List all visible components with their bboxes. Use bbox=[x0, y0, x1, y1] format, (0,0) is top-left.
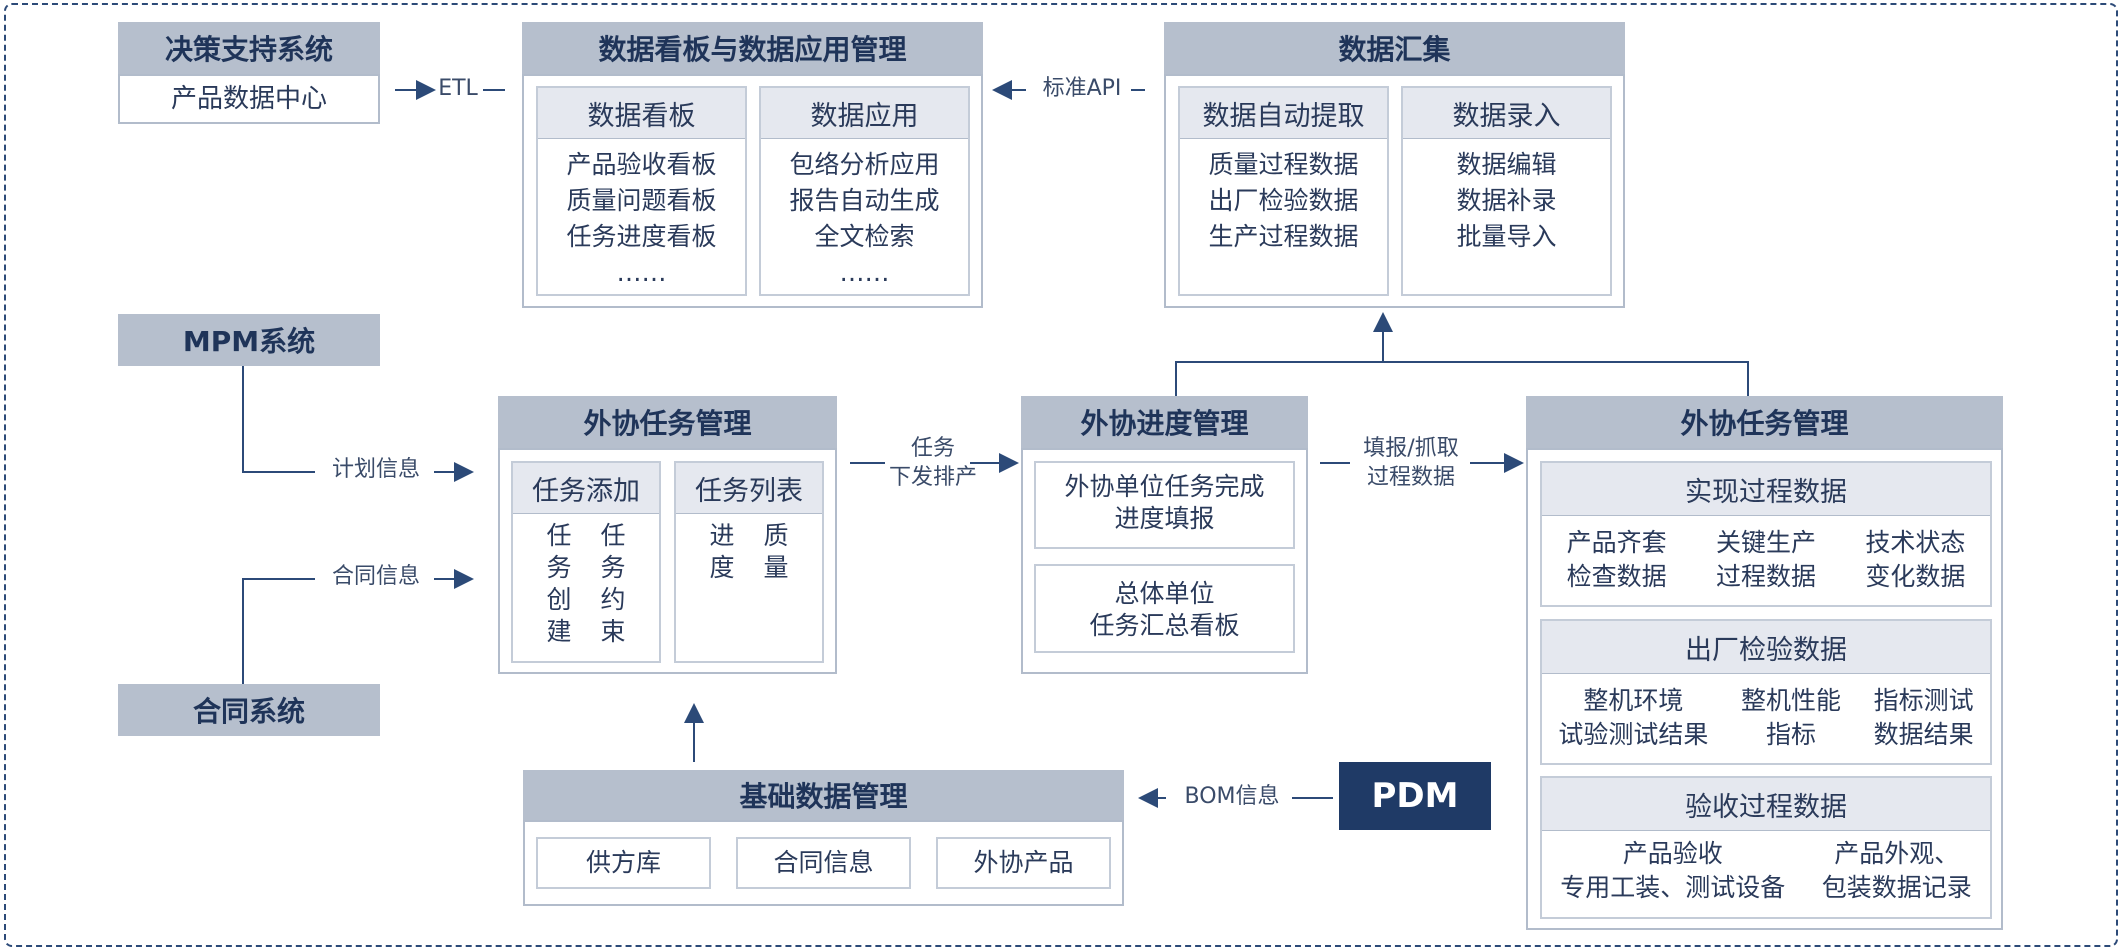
task-add-box: 任务添加 任 务 创 建 任 务 约 束 bbox=[511, 461, 661, 663]
factory-inspection-title: 出厂检验数据 bbox=[1542, 621, 1990, 674]
dashboard-item: 质量问题看板 bbox=[566, 186, 717, 215]
realization-item: 关键生产过程数据 bbox=[1715, 528, 1816, 591]
auto-extract-box: 数据自动提取 质量过程数据 出厂检验数据 生产过程数据 bbox=[1178, 86, 1389, 296]
realization-data-section: 实现过程数据 产品齐套检查数据 关键生产过程数据 技术状态变化数据 bbox=[1540, 461, 1992, 607]
basic-data-header: 基础数据管理 bbox=[523, 770, 1124, 820]
auto-extract-item: 生产过程数据 bbox=[1208, 222, 1359, 251]
task-add-char: 创 bbox=[546, 585, 572, 614]
product-data-center: 产品数据中心 bbox=[118, 74, 380, 124]
dashboard-item: …… bbox=[616, 258, 667, 287]
data-app-box: 数据应用 包络分析应用 报告自动生成 全文检索 …… bbox=[759, 86, 970, 296]
task-add-char: 束 bbox=[600, 617, 626, 646]
inspection-item: 整机性能指标 bbox=[1740, 686, 1841, 749]
task-add-char: 任 bbox=[546, 521, 572, 550]
etl-label: ETL bbox=[438, 76, 478, 101]
task-mgmt-header: 外协任务管理 bbox=[498, 396, 837, 448]
diagram-border bbox=[4, 3, 2118, 947]
data-entry-box: 数据录入 数据编辑 数据补录 批量导入 bbox=[1401, 86, 1612, 296]
progress-mgmt-header: 外协进度管理 bbox=[1021, 396, 1308, 448]
factory-inspection-section: 出厂检验数据 整机环境试验测试结果 整机性能指标 指标测试数据结果 bbox=[1540, 619, 1992, 765]
outsourced-product-box: 外协产品 bbox=[936, 837, 1111, 889]
acceptance-item: 产品验收专用工装、测试设备 bbox=[1560, 839, 1786, 902]
api-label: 标准API bbox=[1042, 76, 1122, 101]
data-app-item: …… bbox=[839, 258, 890, 287]
task-add-title: 任务添加 bbox=[513, 463, 659, 514]
data-collect-header: 数据汇集 bbox=[1164, 22, 1625, 74]
realization-data-title: 实现过程数据 bbox=[1542, 463, 1990, 516]
data-entry-title: 数据录入 bbox=[1403, 88, 1610, 139]
supplier-lib-box: 供方库 bbox=[536, 837, 711, 889]
data-app-item: 包络分析应用 bbox=[789, 150, 940, 179]
data-entry-item: 数据补录 bbox=[1456, 186, 1557, 215]
acceptance-section: 验收过程数据 产品验收专用工装、测试设备 产品外观、包装数据记录 bbox=[1540, 776, 1992, 919]
realization-item: 技术状态变化数据 bbox=[1865, 528, 1966, 591]
data-app-box-title: 数据应用 bbox=[761, 88, 968, 139]
data-entry-item: 数据编辑 bbox=[1456, 150, 1557, 179]
plan-label: 计划信息 bbox=[331, 457, 420, 482]
fill-label-2: 过程数据 bbox=[1366, 465, 1455, 490]
contract-label: 合同信息 bbox=[331, 564, 420, 589]
auto-extract-item: 质量过程数据 bbox=[1208, 150, 1359, 179]
progress-fill-line: 外协单位任务完成 bbox=[1064, 472, 1265, 501]
dashboard-box: 数据看板 产品验收看板 质量问题看板 任务进度看板 …… bbox=[536, 86, 747, 296]
auto-extract-title: 数据自动提取 bbox=[1180, 88, 1387, 139]
decision-system-header: 决策支持系统 bbox=[118, 22, 380, 74]
task-list-char: 进 bbox=[709, 521, 735, 550]
task-summary-line: 总体单位 bbox=[1114, 579, 1215, 608]
dashboard-item: 任务进度看板 bbox=[566, 222, 717, 251]
acceptance-title: 验收过程数据 bbox=[1542, 778, 1990, 831]
data-app-item: 全文检索 bbox=[814, 222, 915, 251]
data-entry-item: 批量导入 bbox=[1456, 222, 1557, 251]
inspection-item: 整机环境试验测试结果 bbox=[1558, 686, 1709, 749]
dashboard-item: 产品验收看板 bbox=[566, 150, 717, 179]
contract-system: 合同系统 bbox=[118, 684, 380, 736]
issue-label-1: 任务 bbox=[910, 436, 955, 461]
data-app-item: 报告自动生成 bbox=[789, 186, 940, 215]
task-list-box: 任务列表 进 度 质 量 bbox=[674, 461, 824, 663]
fill-label-1: 填报/抓取 bbox=[1363, 436, 1459, 461]
dashboard-box-title: 数据看板 bbox=[538, 88, 745, 139]
task-summary-line: 任务汇总看板 bbox=[1089, 611, 1240, 640]
right-task-mgmt-header: 外协任务管理 bbox=[1526, 396, 2003, 448]
task-add-char: 约 bbox=[600, 585, 626, 614]
task-add-char: 务 bbox=[546, 553, 572, 582]
issue-label-2: 下发排产 bbox=[888, 465, 977, 490]
task-list-char: 质 bbox=[763, 521, 789, 550]
auto-extract-item: 出厂检验数据 bbox=[1208, 186, 1359, 215]
task-summary-box: 总体单位 任务汇总看板 bbox=[1034, 564, 1295, 653]
pdm-system: PDM bbox=[1339, 762, 1491, 830]
mpm-system: MPM系统 bbox=[118, 314, 380, 366]
dashboard-mgmt-header: 数据看板与数据应用管理 bbox=[522, 22, 983, 74]
acceptance-item: 产品外观、包装数据记录 bbox=[1821, 839, 1972, 902]
task-list-title: 任务列表 bbox=[676, 463, 822, 514]
bom-label: BOM信息 bbox=[1184, 784, 1280, 809]
task-add-char: 务 bbox=[600, 553, 626, 582]
realization-item: 产品齐套检查数据 bbox=[1566, 528, 1667, 591]
progress-fill-line: 进度填报 bbox=[1114, 504, 1215, 533]
task-list-char: 量 bbox=[763, 553, 789, 582]
task-list-char: 度 bbox=[709, 553, 735, 582]
progress-fill-box: 外协单位任务完成 进度填报 bbox=[1034, 461, 1295, 549]
task-add-char: 任 bbox=[600, 521, 626, 550]
inspection-item: 指标测试数据结果 bbox=[1873, 686, 1974, 749]
contract-info-box: 合同信息 bbox=[736, 837, 911, 889]
task-add-char: 建 bbox=[546, 617, 572, 646]
